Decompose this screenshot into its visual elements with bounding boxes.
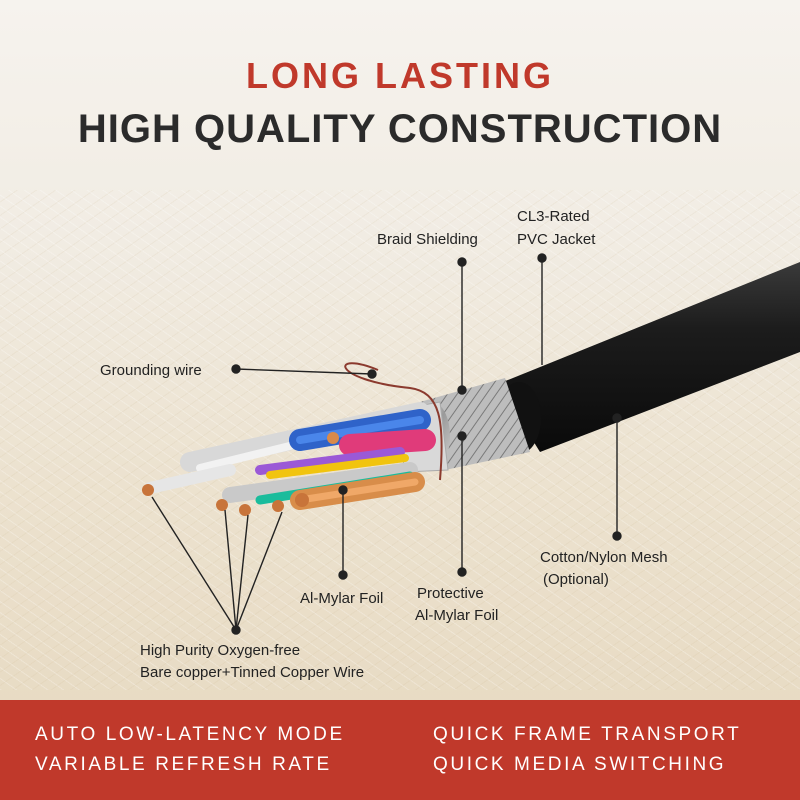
feature-banner: AUTO LOW-LATENCY MODE VARIABLE REFRESH R… (0, 700, 800, 800)
cable-diagram (142, 253, 800, 635)
headline-main: HIGH QUALITY CONSTRUCTION (77, 107, 723, 151)
inner-wires (142, 362, 443, 516)
label-mesh-optional: (Optional) (543, 571, 609, 588)
feature-vrr: VARIABLE REFRESH RATE (35, 754, 332, 775)
label-jacket-type: PVC Jacket (517, 231, 596, 248)
label-mesh: Cotton/Nylon Mesh (540, 549, 668, 566)
headline-accent: LONG LASTING (246, 55, 554, 96)
label-al-mylar-foil: Al-Mylar Foil (300, 590, 384, 607)
feature-allm: AUTO LOW-LATENCY MODE (35, 724, 345, 745)
feature-qft: QUICK FRAME TRANSPORT (433, 724, 742, 745)
label-copper-wire: Bare copper+Tinned Copper Wire (140, 664, 365, 681)
leader-lines (151, 253, 622, 635)
feature-qms: QUICK MEDIA SWITCHING (433, 754, 727, 775)
label-protective-foil: Al-Mylar Foil (415, 607, 499, 624)
label-braid-shielding: Braid Shielding (377, 231, 478, 248)
pvc-jacket (498, 262, 800, 452)
label-grounding-wire: Grounding wire (100, 362, 202, 379)
label-protective: Protective (417, 585, 484, 602)
label-copper-purity: High Purity Oxygen-free (140, 642, 301, 659)
label-jacket-rating: CL3-Rated (517, 208, 590, 225)
